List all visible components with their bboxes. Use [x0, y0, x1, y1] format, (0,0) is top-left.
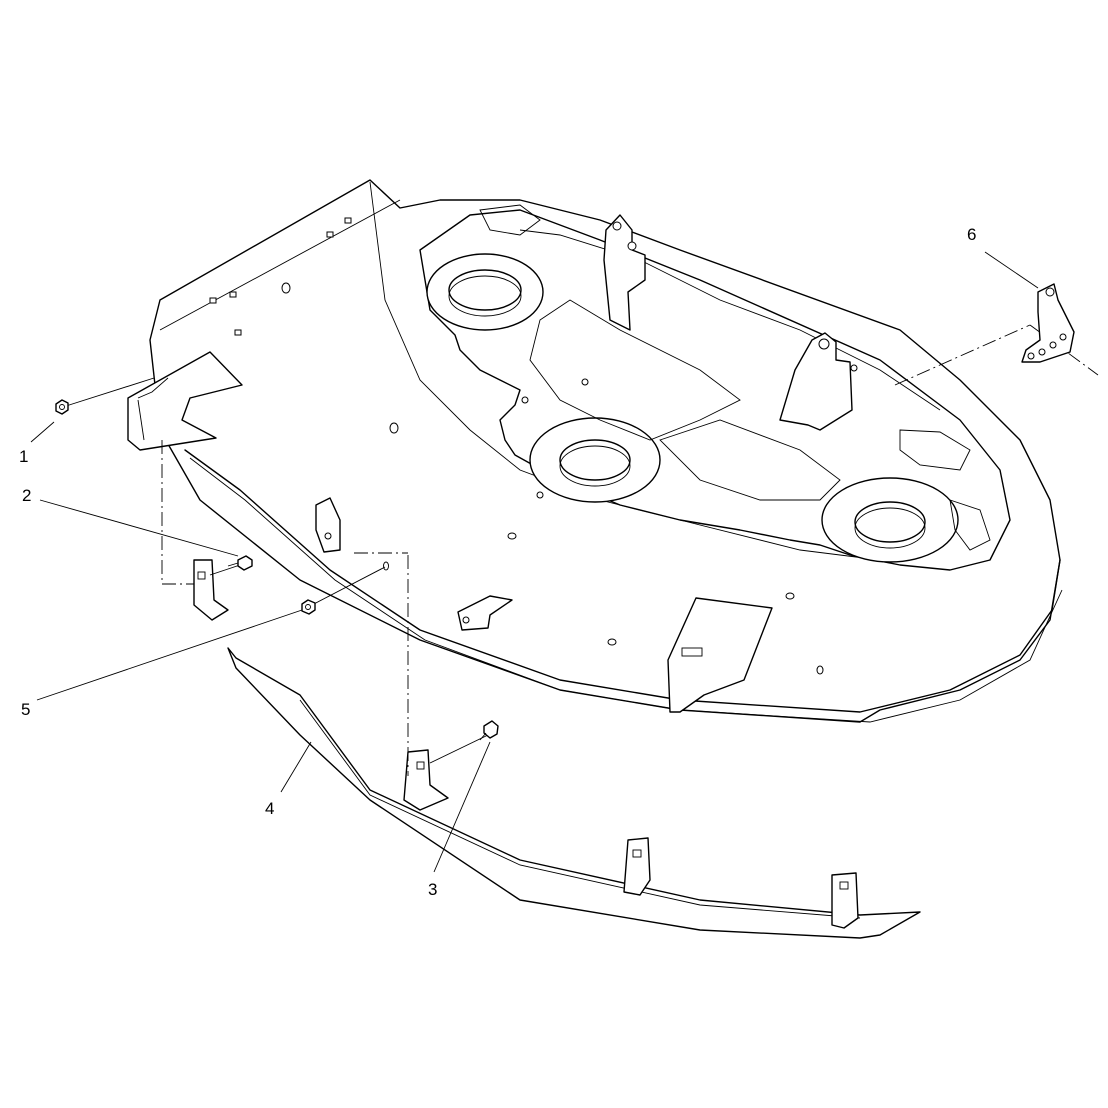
height-adjust-bracket-6 [1021, 283, 1075, 363]
callout-leaders [30, 251, 1039, 873]
hex-nut-5 [301, 599, 316, 615]
callout-5: 5 [21, 700, 30, 719]
front-bracket [667, 597, 773, 713]
spindle-center [529, 417, 661, 503]
callout-2: 2 [22, 486, 31, 505]
carriage-bolt-3 [479, 720, 499, 741]
ellipse-hole-5 [383, 561, 389, 571]
carriage-bolt-2 [227, 555, 253, 571]
callout-6: 6 [967, 225, 976, 244]
lift-bracket-left [603, 214, 646, 331]
callout-4: 4 [265, 799, 274, 818]
spindle-right [821, 477, 959, 563]
skirt-hanger-bracket [127, 351, 243, 451]
spindle-plate [419, 204, 1011, 571]
deflector-skirt [193, 559, 921, 939]
side-tab-bracket [315, 497, 513, 631]
callout-3: 3 [428, 880, 437, 899]
spindle-left [426, 253, 544, 331]
hex-nut-1 [55, 399, 69, 415]
lift-bracket-right [779, 332, 858, 431]
deck-holes [209, 217, 824, 675]
callout-1: 1 [19, 447, 28, 466]
